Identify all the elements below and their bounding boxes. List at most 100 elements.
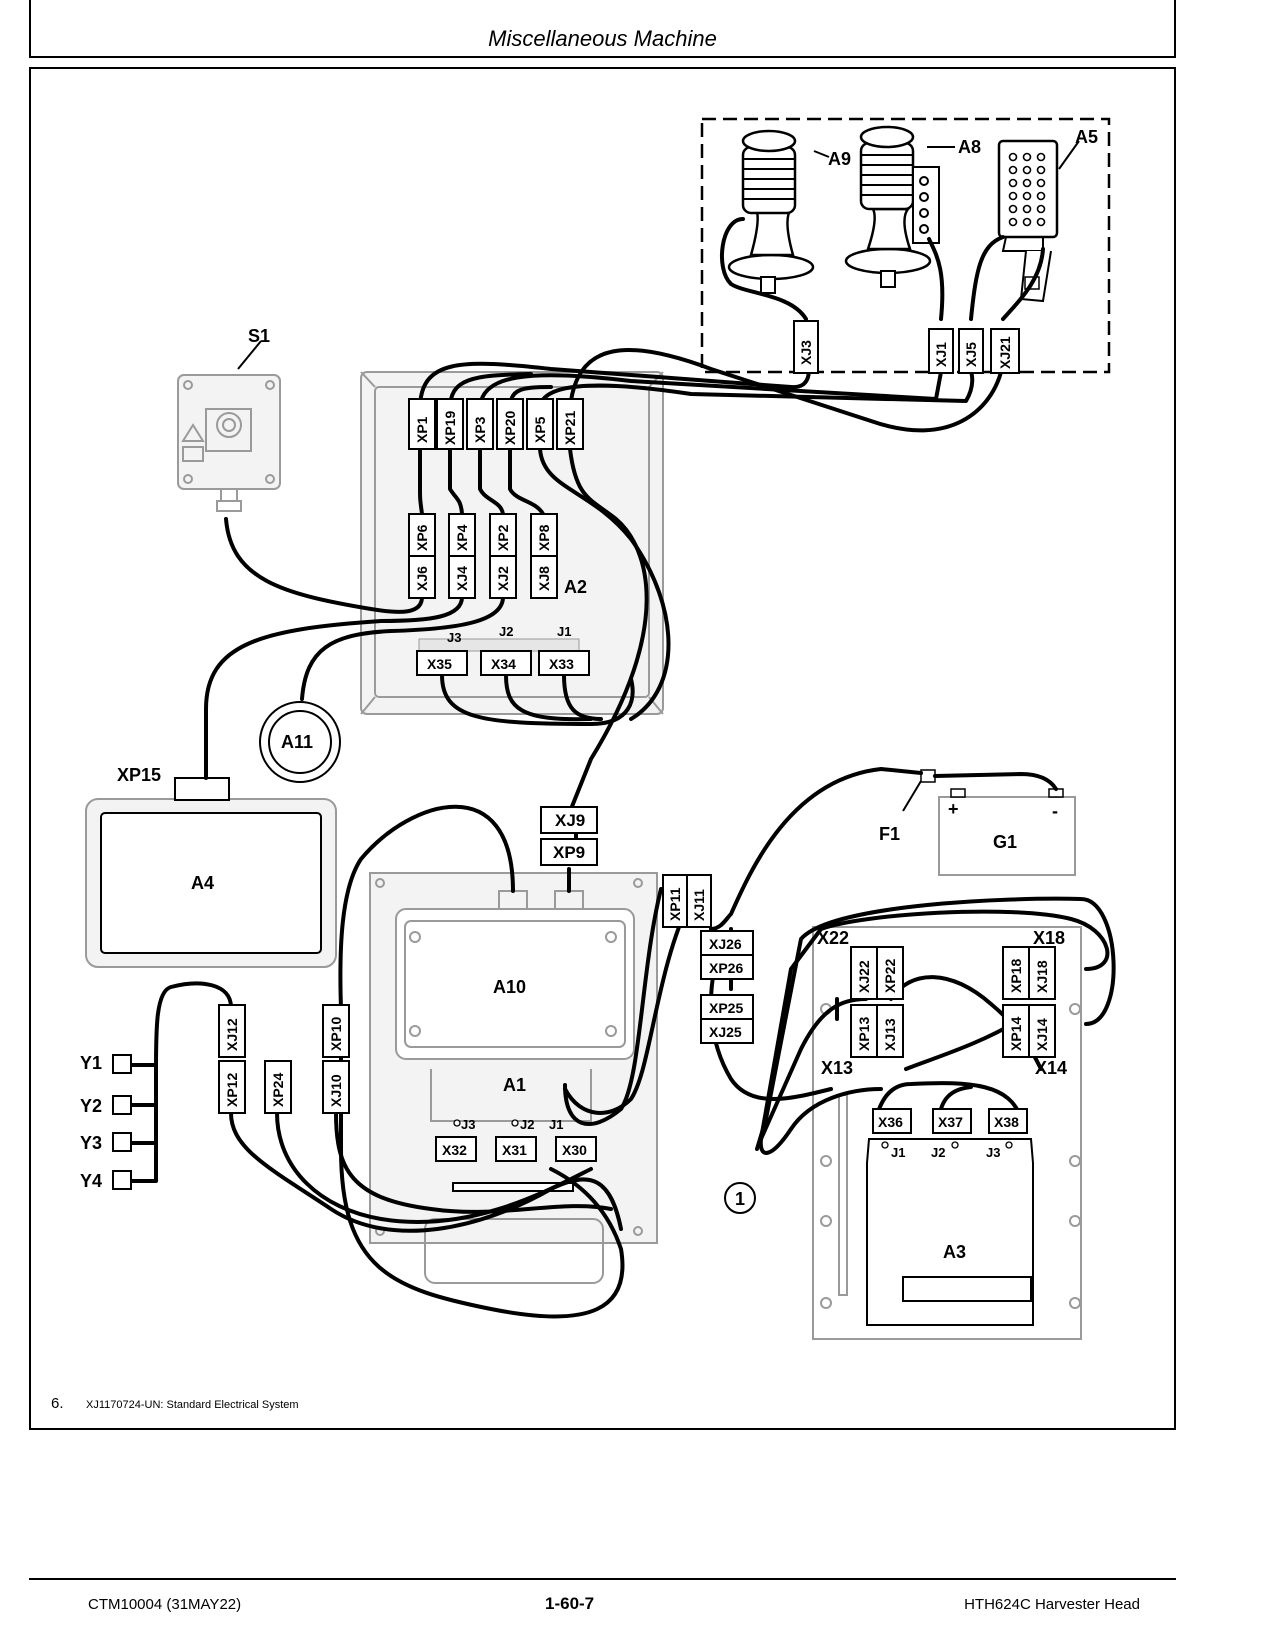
label-x22: X22: [817, 928, 849, 948]
footer-product: HTH624C Harvester Head: [964, 1596, 1140, 1613]
label-xj4: XJ4: [454, 566, 470, 591]
label-xj6: XJ6: [414, 566, 430, 591]
label-a3-j1: J1: [891, 1145, 905, 1160]
figure-caption: XJ1170724-UN: Standard Electrical System: [86, 1399, 299, 1411]
label-x38: X38: [994, 1114, 1019, 1130]
component-a11: [259, 701, 341, 783]
label-a3: A3: [943, 1242, 966, 1262]
label-a5: A5: [1075, 127, 1098, 147]
label-y1: Y1: [80, 1053, 102, 1073]
label-g1: G1: [993, 832, 1017, 852]
label-xp11: XP11: [667, 887, 683, 921]
label-xp10: XP10: [328, 1017, 344, 1051]
label-xp25: XP25: [709, 1000, 743, 1016]
label-a1-j2: J2: [520, 1117, 534, 1132]
label-xj22: XJ22: [856, 960, 872, 993]
figure-frame: 6. XJ1170724-UN: Standard Electrical Sys…: [29, 67, 1176, 1430]
label-s1: S1: [248, 326, 270, 346]
label-xp1: XP1: [414, 416, 430, 443]
label-xj11: XJ11: [691, 889, 707, 921]
label-a2: A2: [564, 577, 587, 597]
label-xp13: XP13: [856, 1017, 872, 1051]
label-xj9: XJ9: [555, 811, 585, 830]
page-header: Miscellaneous Machine: [29, 0, 1176, 58]
label-xp9: XP9: [553, 843, 585, 862]
label-a3-j2: J2: [931, 1145, 945, 1160]
connector-boxes: [112, 320, 1056, 1214]
label-xj8: XJ8: [536, 566, 552, 591]
joystick-enclosure: [700, 117, 1111, 374]
label-a2-j2: J2: [499, 624, 513, 639]
label-xj5: XJ5: [963, 342, 979, 367]
label-x37: X37: [938, 1114, 963, 1130]
label-a3-j3: J3: [986, 1145, 1000, 1160]
label-xj14: XJ14: [1034, 1018, 1050, 1051]
label-y4: Y4: [80, 1171, 102, 1191]
label-xj21: XJ21: [997, 336, 1013, 369]
footer-rule: [29, 1578, 1176, 1580]
label-xp4: XP4: [454, 524, 470, 551]
label-x33: X33: [549, 656, 574, 672]
label-xj26: XJ26: [709, 936, 742, 952]
label-xp26: XP26: [709, 960, 743, 976]
pin-labels: J3 J2 J1 J3 J2 J1 J1 J2 J3: [447, 624, 1000, 1160]
joystick-a9: [727, 129, 815, 294]
label-xp18: XP18: [1008, 959, 1024, 993]
module-a10: [395, 890, 635, 1060]
display-a4: [85, 777, 337, 968]
label-x14: X14: [1035, 1058, 1067, 1078]
fuse-f1: [920, 769, 936, 783]
label-a11: A11: [281, 732, 313, 752]
label-x31: X31: [502, 1142, 527, 1158]
label-a9: A9: [828, 149, 851, 169]
label-xp15: XP15: [117, 765, 161, 785]
label-f1: F1: [879, 824, 900, 844]
label-xp20: XP20: [502, 411, 518, 445]
label-xj10: XJ10: [328, 1074, 344, 1107]
label-xj25: XJ25: [709, 1024, 742, 1040]
label-a4: A4: [191, 873, 214, 893]
battery-g1: [938, 788, 1076, 876]
label-xj1: XJ1: [933, 342, 949, 367]
footer-doc-id: CTM10004 (31MAY22): [88, 1596, 242, 1613]
connector-labels-vertical: XJ3 XJ1 XJ5 XJ21 XP1 XP19 XP3 XP20 XP5 X…: [224, 336, 1050, 1107]
switch-s1: [177, 374, 281, 512]
label-a1-j3: J3: [461, 1117, 475, 1132]
joystick-a8: [844, 125, 940, 288]
wiring-diagram: A9 A8 A5 S1 A2 A11 XP15 A4 A10 A1 F1 G1 …: [80, 117, 1116, 1340]
label-xp8: XP8: [536, 524, 552, 551]
label-xp21: XP21: [562, 411, 578, 445]
label-a1: A1: [503, 1075, 526, 1095]
label-x35: X35: [427, 656, 452, 672]
label-xp3: XP3: [472, 416, 488, 443]
connector-labels-horizontal: X35 X34 X33 XJ9 XP9 XJ26 XP26 XP25 XJ25 …: [427, 656, 1019, 1158]
label-xp24: XP24: [270, 1073, 286, 1107]
label-xp5: XP5: [532, 416, 548, 443]
callout-1: 1: [735, 1189, 745, 1209]
label-a1-j1: J1: [549, 1117, 563, 1132]
label-xj12: XJ12: [224, 1018, 240, 1051]
label-xp22: XP22: [882, 959, 898, 993]
label-xj2: XJ2: [495, 566, 511, 591]
label-xp6: XP6: [414, 524, 430, 551]
label-xp2: XP2: [495, 524, 511, 551]
figure-number: 6.: [51, 1395, 64, 1412]
page-title: Miscellaneous Machine: [488, 26, 717, 51]
label-a8: A8: [958, 137, 981, 157]
label-g1-minus: -: [1052, 801, 1058, 821]
label-xj3: XJ3: [798, 340, 814, 365]
label-xp19: XP19: [442, 411, 458, 445]
label-x34: X34: [491, 656, 516, 672]
label-xp14: XP14: [1008, 1017, 1024, 1051]
label-xp12: XP12: [224, 1073, 240, 1107]
label-x30: X30: [562, 1142, 587, 1158]
module-a3: [866, 1138, 1034, 1326]
label-a2-j1: J1: [557, 624, 571, 639]
label-a2-j3: J3: [447, 630, 461, 645]
label-x32: X32: [442, 1142, 467, 1158]
label-xj13: XJ13: [882, 1018, 898, 1051]
footer-page-number: 1-60-7: [545, 1594, 595, 1613]
label-x36: X36: [878, 1114, 903, 1130]
label-y3: Y3: [80, 1133, 102, 1153]
label-xj18: XJ18: [1034, 960, 1050, 993]
